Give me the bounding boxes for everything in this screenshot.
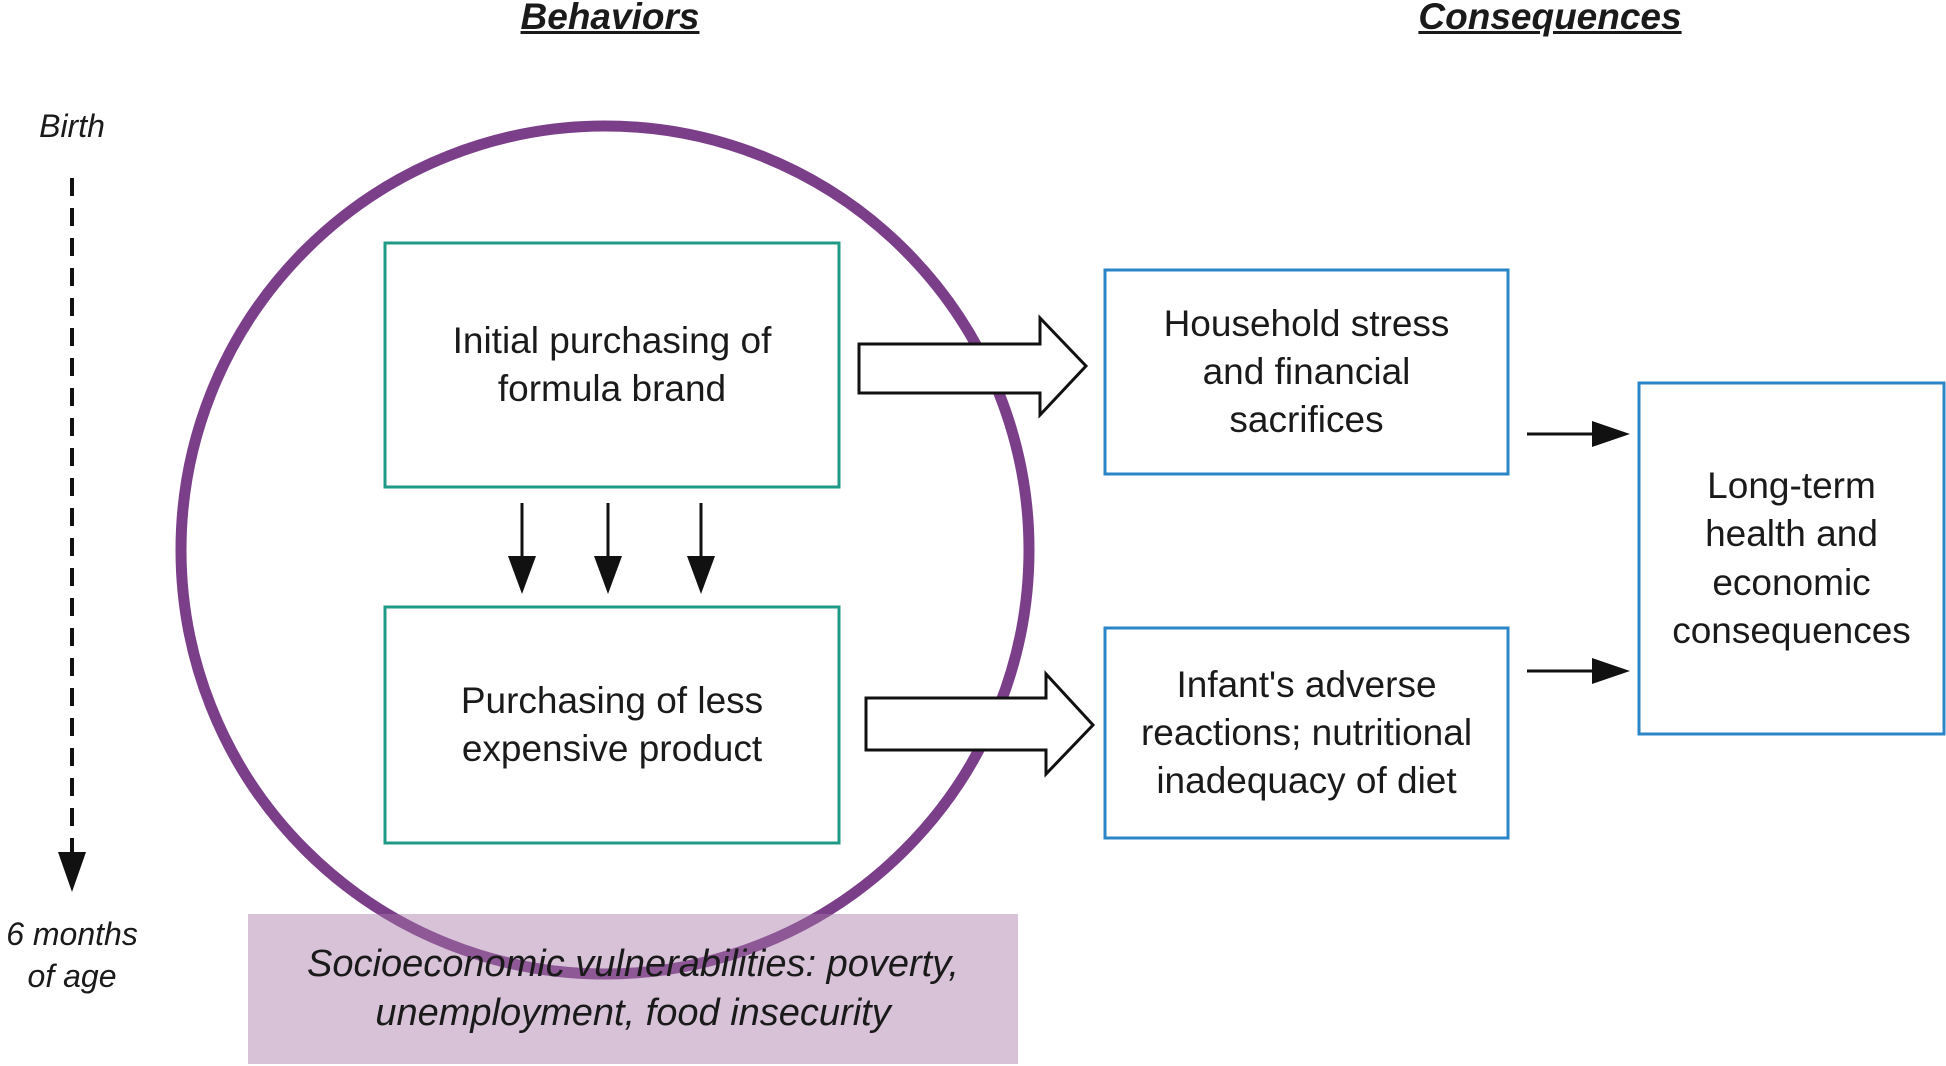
behaviors-header: Behaviors xyxy=(520,0,700,37)
down-arrow-1-head xyxy=(508,556,536,594)
right-arrow-bottom-head xyxy=(1592,658,1630,684)
right-arrow-top-head xyxy=(1592,421,1630,447)
infant-reactions-box xyxy=(1103,626,1510,840)
behaviors-circle xyxy=(175,120,1035,980)
block-arrow-top xyxy=(857,314,1089,419)
consequences-header: Consequences xyxy=(1418,0,1682,37)
socioeconomic-vulnerabilities-band: Socioeconomic vulnerabilities: poverty, … xyxy=(248,914,1018,1064)
long-term-box xyxy=(1637,381,1946,736)
household-stress-box xyxy=(1103,268,1510,476)
block-arrow-bottom xyxy=(864,670,1096,778)
initial-purchasing-box xyxy=(383,241,841,489)
down-arrow-2-head xyxy=(594,556,622,594)
timeline-end-label: 6 months of age xyxy=(6,916,138,994)
infant-reactions-label: Infant's adverse reactions; nutritional … xyxy=(1140,663,1473,802)
timeline-arrowhead xyxy=(58,852,86,892)
initial-purchasing-label: Initial purchasing of formula brand xyxy=(452,319,772,409)
less-expensive-label: Purchasing of less expensive product xyxy=(460,679,764,769)
less-expensive-box xyxy=(383,605,841,845)
long-term-label: Long-term health and economic consequenc… xyxy=(1672,465,1911,651)
household-stress-label: Household stress and financial sacrifice… xyxy=(1163,302,1450,441)
timeline-start-label: Birth xyxy=(39,108,105,144)
down-arrow-3-head xyxy=(687,556,715,594)
